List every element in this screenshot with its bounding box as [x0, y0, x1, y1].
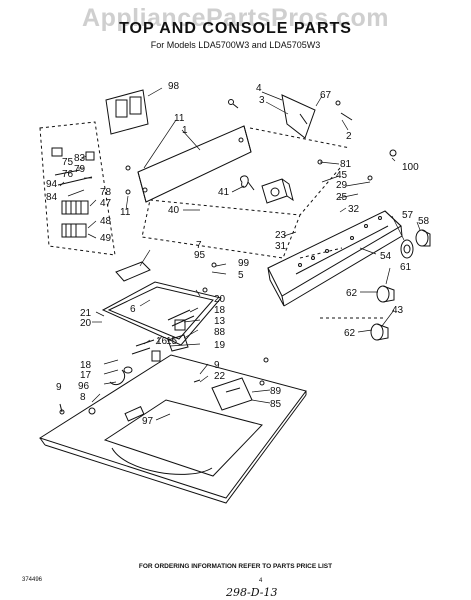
callout-20-left: 20: [80, 318, 92, 329]
callout-15: 15: [166, 336, 178, 347]
callout-75: 75: [62, 157, 74, 168]
callout-100: 100: [402, 162, 419, 173]
callout-99: 99: [238, 258, 250, 269]
part-4-bracket: [281, 94, 353, 139]
part-7-handle: [115, 261, 151, 282]
callout-84: 84: [46, 192, 58, 203]
callout-31: 31: [275, 241, 287, 252]
callout-20-right: 20: [214, 294, 226, 305]
page-number: 4: [259, 578, 263, 584]
console-outline: [141, 127, 386, 319]
callout-25: 25: [336, 192, 348, 203]
part-1-console-panel: [137, 125, 252, 203]
callout-67: 67: [320, 90, 332, 101]
callout-11-top: 11: [174, 113, 185, 124]
part-16-spring: [109, 339, 155, 386]
callout-2: 2: [346, 131, 352, 142]
callout-58: 58: [418, 216, 430, 227]
callout-98: 98: [168, 81, 180, 92]
part-62-switch-upper: [376, 285, 395, 303]
part-88-switch: [151, 334, 189, 362]
callout-5: 5: [238, 270, 244, 281]
callout-21: 21: [80, 308, 92, 319]
callout-62-lower: 62: [344, 328, 356, 339]
diagram-subtitle: For Models LDA5700W3 and LDA5705W3: [150, 40, 321, 50]
part-98-bracket: [105, 89, 149, 135]
part-18-hinge: [167, 309, 195, 331]
handwritten-note: 298-D-13: [226, 586, 278, 599]
callout-79: 79: [74, 164, 86, 175]
part-48-terminal-block: [61, 223, 87, 238]
part-9-screw: [59, 379, 201, 415]
callout-47: 47: [100, 198, 112, 209]
callout-labels: 98 4 3 67 2 11 1 100 81 45 29 25 32 41 4…: [46, 81, 430, 427]
callout-17: 17: [80, 370, 92, 381]
callout-57: 57: [402, 210, 414, 221]
part-47-terminal-block: [61, 200, 89, 215]
callout-95: 95: [194, 250, 206, 261]
callout-8: 8: [80, 392, 86, 403]
callout-23: 23: [275, 230, 287, 241]
callout-9-right: 9: [214, 360, 220, 371]
ordering-footer: FOR ORDERING INFORMATION REFER TO PARTS …: [138, 563, 333, 570]
callout-62-upper: 62: [346, 288, 358, 299]
callout-48: 48: [100, 216, 112, 227]
callout-61: 61: [400, 262, 412, 273]
callout-3: 3: [259, 95, 265, 106]
callout-19: 19: [214, 340, 226, 351]
callout-81: 81: [340, 159, 352, 170]
part-62-switch-lower: [370, 323, 389, 341]
callout-45: 45: [336, 170, 348, 181]
callout-11-left: 11: [120, 207, 131, 218]
callout-16: 16: [156, 336, 168, 347]
callout-94: 94: [46, 179, 58, 190]
leader-lines: [59, 87, 421, 421]
callout-83: 83: [74, 153, 86, 164]
callout-1: 1: [182, 125, 188, 136]
callout-96: 96: [78, 381, 90, 392]
callout-49: 49: [100, 233, 112, 244]
document-id: 374496: [22, 577, 43, 583]
callout-29: 29: [336, 180, 348, 191]
part-6-lid: [101, 281, 222, 346]
callout-43: 43: [392, 305, 404, 316]
callout-6: 6: [130, 304, 136, 315]
callout-41: 41: [218, 187, 230, 198]
callout-78: 78: [100, 187, 112, 198]
callout-89: 89: [270, 386, 282, 397]
callout-4: 4: [256, 83, 262, 94]
site-watermark: AppliancePartsPros.com: [82, 4, 389, 32]
callout-54: 54: [380, 251, 392, 262]
callout-13: 13: [214, 316, 226, 327]
callout-97: 97: [142, 416, 154, 427]
callout-88: 88: [214, 327, 226, 338]
callout-32: 32: [348, 204, 360, 215]
part-screws: [88, 99, 397, 415]
part-97-top-cabinet: [38, 354, 307, 504]
callout-76: 76: [62, 169, 74, 180]
callout-18-right: 18: [214, 305, 226, 316]
diagram-title: TOP AND CONSOLE PARTS: [119, 20, 352, 37]
part-58-knob: [415, 229, 431, 247]
part-89-lid-switch: [211, 377, 265, 411]
callout-9-left: 9: [56, 382, 62, 393]
callout-40: 40: [168, 205, 180, 216]
part-41-wire: [240, 175, 255, 191]
callout-7: 7: [196, 240, 202, 251]
callout-85: 85: [270, 399, 282, 410]
callout-22: 22: [214, 371, 226, 382]
callout-18-left: 18: [80, 360, 92, 371]
part-45-timer: [261, 178, 294, 204]
part-57-knob: [400, 239, 414, 259]
